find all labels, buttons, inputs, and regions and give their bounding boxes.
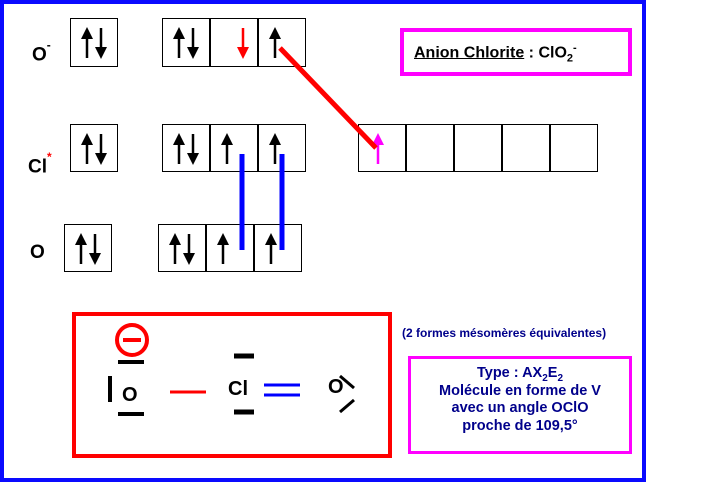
o-right-lone-pair-1 <box>339 374 355 390</box>
electron-arrows <box>75 27 384 265</box>
orbital-d3-cl <box>454 124 502 172</box>
atom-label-o-minus: O- <box>32 38 51 66</box>
orbital-p1-cl <box>162 124 210 172</box>
electron-o-p2-up <box>217 233 229 264</box>
shape-line: Molécule en forme de V <box>439 382 601 399</box>
diagram-frame: O- Cl* O Anion Chlorite : ClO2- (2 forme… <box>0 0 646 482</box>
electron-cl_star-d1-up <box>372 133 384 164</box>
orbital-p1-o <box>158 224 206 272</box>
value-line: proche de 109,5° <box>462 417 578 434</box>
geometry-info-box: Type : AX2E2 Molécule en forme de V avec… <box>408 356 632 454</box>
electron-cl_star-p3-up <box>269 133 281 164</box>
electron-cl_star-p2-up <box>221 133 233 164</box>
orbital-d4-cl <box>502 124 550 172</box>
electron-o_minus-p1-up <box>173 27 185 58</box>
lewis-structure-box <box>72 312 392 458</box>
electron-o-p3-up <box>265 233 277 264</box>
electron-cl_star-p1-up <box>173 133 185 164</box>
electron-o-s-down <box>89 234 101 265</box>
orbital-d2-cl <box>406 124 454 172</box>
lewis-o-right: O <box>328 376 344 398</box>
orbital-p3-o-minus <box>258 18 306 67</box>
orbital-p2-o <box>206 224 254 272</box>
type-line: Type : AX2E2 <box>476 365 564 384</box>
atom-label-cl-star: Cl* <box>28 150 52 178</box>
atom-label-o: O <box>30 242 45 263</box>
angle-line: avec un angle OClO <box>451 400 589 416</box>
bond-line-red <box>278 46 378 150</box>
electron-o_minus-s-down <box>95 28 107 59</box>
lewis-o-left: O <box>122 384 138 406</box>
orbital-p3-o <box>254 224 302 272</box>
electron-o_minus-p1-down <box>187 28 199 59</box>
electron-cl_star-s-down <box>95 134 107 165</box>
orbital-p2-o-minus <box>210 18 258 67</box>
orbital-s-o <box>64 224 112 272</box>
orbital-d1-cl <box>358 124 406 172</box>
mesomer-note: (2 formes mésomères équivalentes) <box>402 326 607 340</box>
orbital-p2-cl <box>210 124 258 172</box>
diagram-overlay <box>75 27 384 416</box>
electron-o_minus-p2-down <box>237 28 249 59</box>
orbital-s-o-minus <box>70 18 118 67</box>
minus-circle-icon <box>115 323 149 357</box>
page-title: Anion Chlorite : ClO2- <box>414 42 577 65</box>
orbital-s-cl <box>70 124 118 172</box>
lewis-cl: Cl <box>228 378 248 400</box>
electron-o-s-up <box>75 233 87 264</box>
electron-o_minus-s-up <box>81 27 93 58</box>
orbital-p1-o-minus <box>162 18 210 67</box>
electron-cl_star-p1-down <box>187 134 199 165</box>
electron-o-p1-down <box>183 234 195 265</box>
orbital-d5-cl <box>550 124 598 172</box>
electron-cl_star-s-up <box>81 133 93 164</box>
electron-o_minus-p3-up <box>269 27 281 58</box>
title-box: Anion Chlorite : ClO2- <box>400 28 632 76</box>
o-right-lone-pair-2 <box>339 398 355 414</box>
electron-o-p1-up <box>169 233 181 264</box>
